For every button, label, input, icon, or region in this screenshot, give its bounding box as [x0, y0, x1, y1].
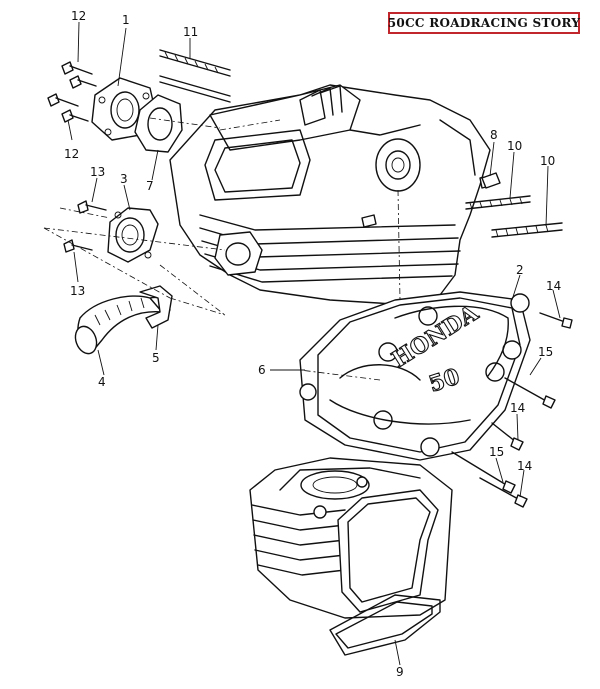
- callout-15b: 15: [489, 445, 504, 459]
- callout-14a: 14: [546, 279, 561, 293]
- exhaust-manifold: [63, 200, 159, 263]
- callout-labels: 1 2 3 4 5 6 7 8 9 10 10 11 12 12 13 13 1…: [64, 9, 561, 679]
- callout-7: 7: [146, 179, 154, 193]
- callout-13b: 13: [70, 284, 85, 298]
- callout-10a: 10: [507, 139, 522, 153]
- callout-1: 1: [122, 13, 130, 27]
- callout-4: 4: [98, 375, 106, 389]
- callout-12b: 12: [64, 147, 79, 161]
- plug-cap: [481, 172, 501, 189]
- cover-bolts: [451, 312, 573, 508]
- callout-6: 6: [258, 363, 266, 377]
- leader-lines: [67, 21, 561, 666]
- callout-11: 11: [183, 25, 198, 39]
- callout-8: 8: [490, 128, 498, 142]
- cylinder-base-gasket: [329, 594, 441, 656]
- callout-14c: 14: [517, 459, 532, 473]
- callout-13a: 13: [90, 165, 105, 179]
- cylinder-barrel: [249, 457, 453, 619]
- callout-2: 2: [516, 263, 524, 277]
- callout-9: 9: [396, 665, 404, 679]
- header-badge: 50CC ROADRACING STORY: [388, 12, 580, 34]
- callout-14b: 14: [510, 401, 525, 415]
- cylinder-head: [169, 84, 495, 306]
- callout-15a: 15: [538, 345, 553, 359]
- cam-cover: HONDA 50: [299, 293, 530, 457]
- assembly-lines: [43, 117, 401, 381]
- callout-10b: 10: [540, 154, 555, 168]
- head-stud: [159, 49, 231, 103]
- callout-12a: 12: [71, 9, 86, 23]
- intake-bolts: [47, 61, 97, 123]
- callout-3: 3: [120, 172, 128, 186]
- long-stud-10a: [465, 195, 531, 210]
- long-stud-10b: [491, 222, 563, 238]
- intake-tube: [74, 285, 173, 355]
- header-title: 50CC ROADRACING STORY: [387, 16, 581, 30]
- callout-5: 5: [152, 351, 160, 365]
- intake-gasket: [134, 94, 183, 153]
